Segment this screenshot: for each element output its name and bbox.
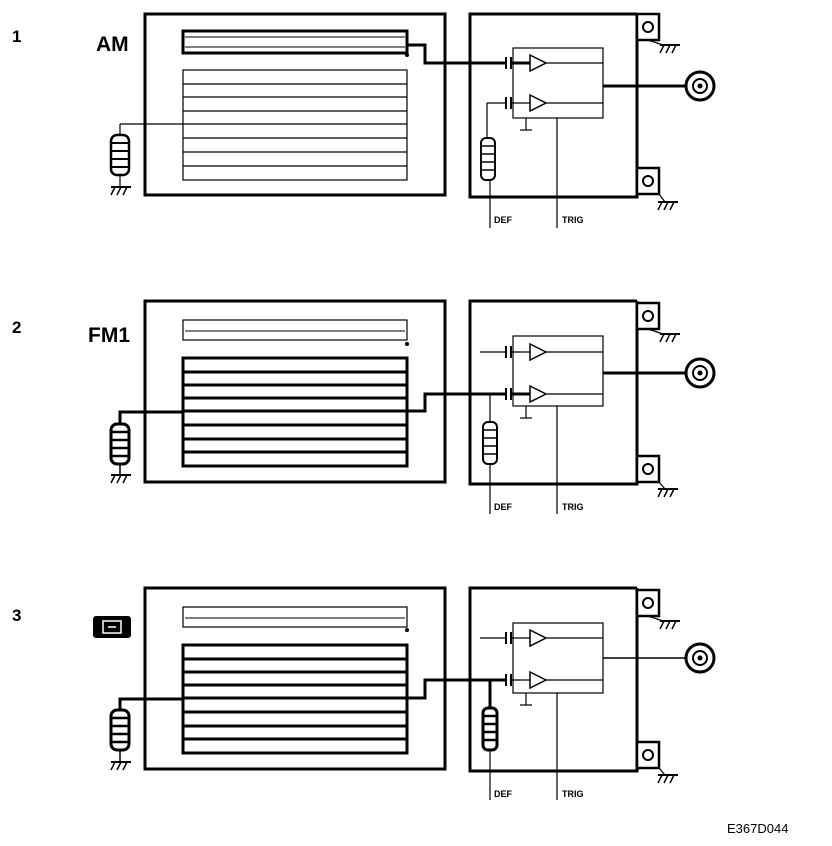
antenna-connector-icon <box>684 357 716 389</box>
amplifier-module <box>468 299 639 486</box>
choke-coil <box>109 708 132 771</box>
mounting-bracket-top <box>635 301 681 343</box>
radio-icon <box>93 616 131 638</box>
amplifier-block <box>512 47 604 119</box>
choke-coil <box>109 124 132 196</box>
antenna-connector-icon <box>684 642 716 674</box>
signal-line <box>407 678 500 700</box>
amplifier-triangle-icon <box>529 384 548 404</box>
am-antenna-element <box>181 29 409 55</box>
panel-1: 1 AM <box>12 12 716 228</box>
heater-grid <box>181 356 409 468</box>
amplifier-triangle-icon <box>529 628 548 648</box>
panel-3: 3 <box>12 586 716 800</box>
def-label: DEF <box>494 789 513 799</box>
amplifier-module <box>468 586 639 773</box>
amplifier-block <box>512 622 604 694</box>
signal-line <box>407 392 500 413</box>
mode-label: FM1 <box>88 324 130 347</box>
amplifier-triangle-icon <box>529 93 548 113</box>
panel-number: 3 <box>12 606 21 625</box>
amplifier-block <box>512 335 604 407</box>
rear-window <box>143 12 447 197</box>
mounting-bracket-bottom <box>635 740 679 784</box>
rear-window <box>143 586 447 771</box>
antenna-connector-icon <box>684 70 716 102</box>
mounting-bracket-bottom <box>635 166 679 211</box>
mode-label: AM <box>96 33 129 56</box>
panel-number: 2 <box>12 318 21 337</box>
amplifier-module <box>468 12 639 199</box>
amplifier-triangle-icon <box>529 342 548 362</box>
trig-label: TRIG <box>562 502 584 512</box>
trig-label: TRIG <box>562 789 584 799</box>
choke-coil <box>109 422 132 484</box>
panel-2: 2 FM1 <box>12 299 716 514</box>
def-label: DEF <box>494 502 513 512</box>
trig-label: TRIG <box>562 215 584 225</box>
mounting-bracket-top <box>635 12 681 54</box>
heater-grid <box>181 643 409 755</box>
amplifier-triangle-icon <box>529 53 548 73</box>
figure-code: E367D044 <box>727 821 788 836</box>
mounting-bracket-bottom <box>635 454 679 498</box>
signal-line <box>407 43 500 65</box>
amplifier-triangle-icon <box>529 670 548 690</box>
mounting-bracket-top <box>635 588 681 630</box>
heater-grid <box>182 69 408 181</box>
def-label: DEF <box>494 215 513 225</box>
am-antenna-element <box>182 319 408 341</box>
rear-window <box>143 299 447 484</box>
am-antenna-element <box>182 606 408 628</box>
panel-number: 1 <box>12 27 21 46</box>
